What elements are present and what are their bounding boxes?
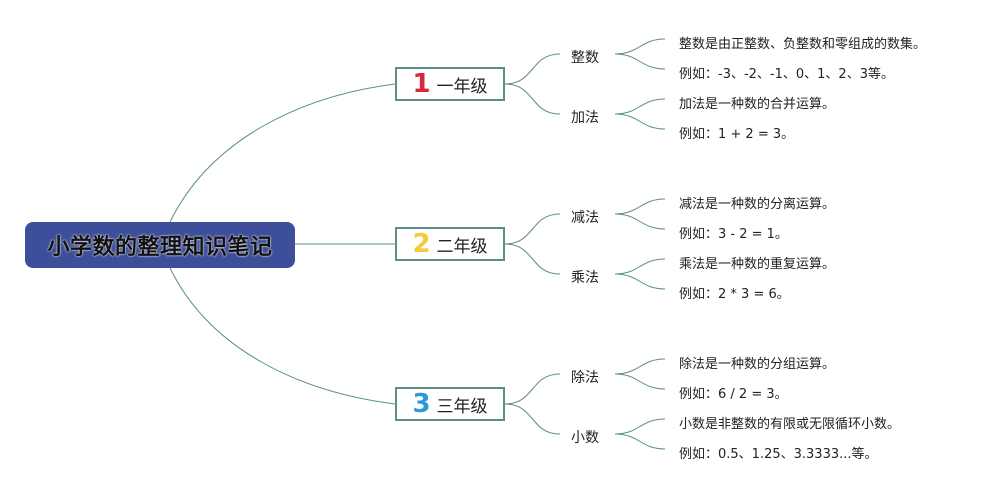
connector-line <box>504 373 561 405</box>
note-text: 乘法是一种数的重复运算。 <box>679 257 836 272</box>
connector-line <box>504 53 561 85</box>
connector-line <box>614 418 666 435</box>
connector-line <box>504 243 561 275</box>
note-text: 例如：-3、-2、-1、0、1、2、3等。 <box>679 67 894 82</box>
note-text: 例如：0.5、1.25、3.3333...等。 <box>679 447 878 462</box>
connector-line <box>614 213 666 230</box>
grade-number-3: 3 <box>412 389 431 419</box>
note-text: 例如：2 * 3 = 6。 <box>679 287 790 302</box>
note-text: 小数是非整数的有限或无限循环小数。 <box>679 417 901 432</box>
connector-line <box>504 83 561 115</box>
connector-line <box>614 53 666 70</box>
note-text: 加法是一种数的合并运算。 <box>679 97 836 112</box>
connector-line <box>614 373 666 390</box>
connector-line <box>614 358 666 375</box>
root-node[interactable]: 小学数的整理知识笔记 <box>25 222 295 268</box>
connector-line <box>169 83 396 223</box>
grade-node-2[interactable]: 2 二年级 <box>395 227 505 261</box>
connector-line <box>614 258 666 275</box>
topic-node[interactable]: 加法 <box>571 110 599 126</box>
connector-line <box>504 213 561 245</box>
note-text: 例如：1 + 2 = 3。 <box>679 127 795 142</box>
topic-node[interactable]: 整数 <box>571 50 599 66</box>
connector-line <box>614 273 666 290</box>
note-text: 减法是一种数的分离运算。 <box>679 197 836 212</box>
topic-node[interactable]: 小数 <box>571 430 599 446</box>
note-text: 例如：3 - 2 = 1。 <box>679 227 788 242</box>
note-text: 整数是由正整数、负整数和零组成的数集。 <box>679 37 927 52</box>
note-text: 除法是一种数的分组运算。 <box>679 357 836 372</box>
note-text: 例如：6 / 2 = 3。 <box>679 387 788 402</box>
grade-label-2: 二年级 <box>436 236 488 257</box>
connector-line <box>614 198 666 215</box>
root-title: 小学数的整理知识笔记 <box>47 235 273 260</box>
topic-node[interactable]: 除法 <box>571 370 599 386</box>
topic-node[interactable]: 减法 <box>571 210 599 226</box>
connector-line <box>614 38 666 55</box>
connector-line <box>614 98 666 115</box>
topic-node[interactable]: 乘法 <box>571 270 599 286</box>
grade-label-3: 三年级 <box>436 396 488 417</box>
connector-line <box>169 267 396 405</box>
connector-line <box>614 433 666 450</box>
grade-number-1: 1 <box>412 69 431 99</box>
connector-line <box>504 403 561 435</box>
grade-number-2: 2 <box>412 229 431 259</box>
grade-node-1[interactable]: 1 一年级 <box>395 67 505 101</box>
connector-line <box>614 113 666 130</box>
grade-node-3[interactable]: 3 三年级 <box>395 387 505 421</box>
grade-label-1: 一年级 <box>436 76 488 97</box>
